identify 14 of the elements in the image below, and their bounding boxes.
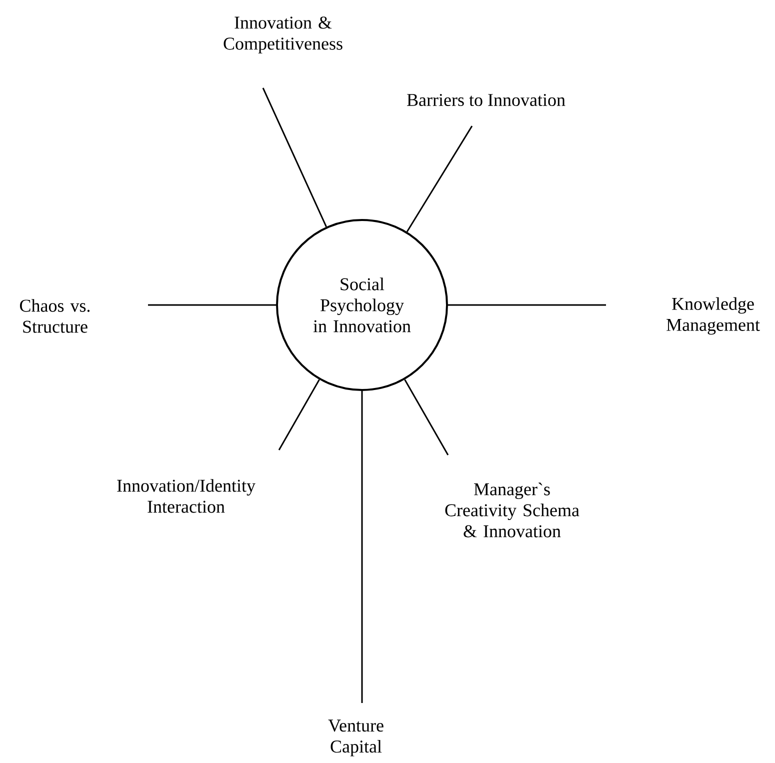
connector-line bbox=[448, 304, 606, 306]
topic-label: Knowledge Management bbox=[666, 297, 760, 335]
topic-label: Innovation & Competitiveness bbox=[224, 16, 342, 54]
topic-label: Barriers to Innovation bbox=[407, 94, 566, 106]
topic-label: Innovation/Identity Interaction bbox=[117, 479, 256, 513]
connector-line bbox=[262, 88, 327, 228]
connector-line bbox=[278, 379, 320, 450]
topic-label: Chaos vs. Structure bbox=[20, 299, 90, 333]
connector-line bbox=[148, 304, 276, 306]
topic-label: Manager`s Creativity Schema & Innovation bbox=[445, 482, 580, 538]
connector-line bbox=[404, 379, 449, 456]
topic-label: Venture Capital bbox=[328, 720, 384, 756]
connector-line bbox=[406, 126, 473, 232]
connector-line bbox=[361, 391, 363, 703]
